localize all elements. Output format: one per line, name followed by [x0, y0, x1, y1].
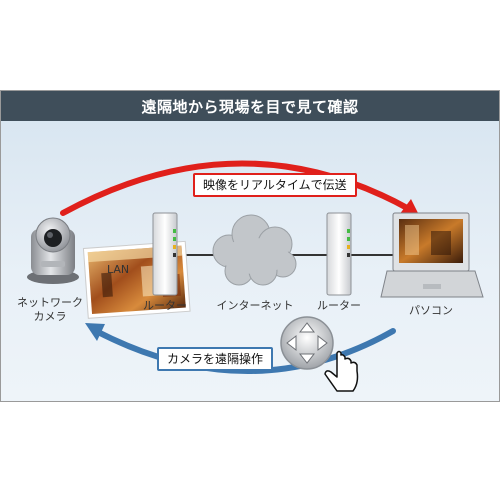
lan-label: LAN [107, 263, 130, 276]
router-icon-left [152, 212, 178, 296]
diagram-panel: ネットワーク カメラ LAN ルーター インターネット ルーター パソコン 映像… [1, 121, 499, 401]
pc-label: パソコン [409, 304, 453, 317]
control-arrow-head [85, 323, 105, 341]
router-left-label: ルーター [143, 299, 187, 312]
diagram-figure: 遠隔地から現場を目で見て確認 [0, 90, 500, 402]
router-icon-right [326, 212, 352, 296]
cloud-icon [212, 214, 297, 286]
laptop-icon [380, 212, 484, 298]
control-callout: カメラを遠隔操作 [157, 347, 274, 371]
router-right-label: ルーター [317, 299, 361, 312]
video-arrow [60, 160, 412, 216]
control-arrow [93, 328, 396, 374]
network-camera-icon [27, 217, 79, 284]
diagram-graphics [27, 160, 484, 392]
internet-label: インターネット [216, 299, 294, 312]
video-callout: 映像をリアルタイムで伝送 [193, 173, 357, 197]
direction-pad-icon [280, 316, 334, 370]
hand-cursor-icon [324, 350, 359, 392]
diagram-title: 遠隔地から現場を目で見て確認 [1, 91, 499, 121]
network-camera-label: ネットワーク カメラ [17, 296, 83, 323]
